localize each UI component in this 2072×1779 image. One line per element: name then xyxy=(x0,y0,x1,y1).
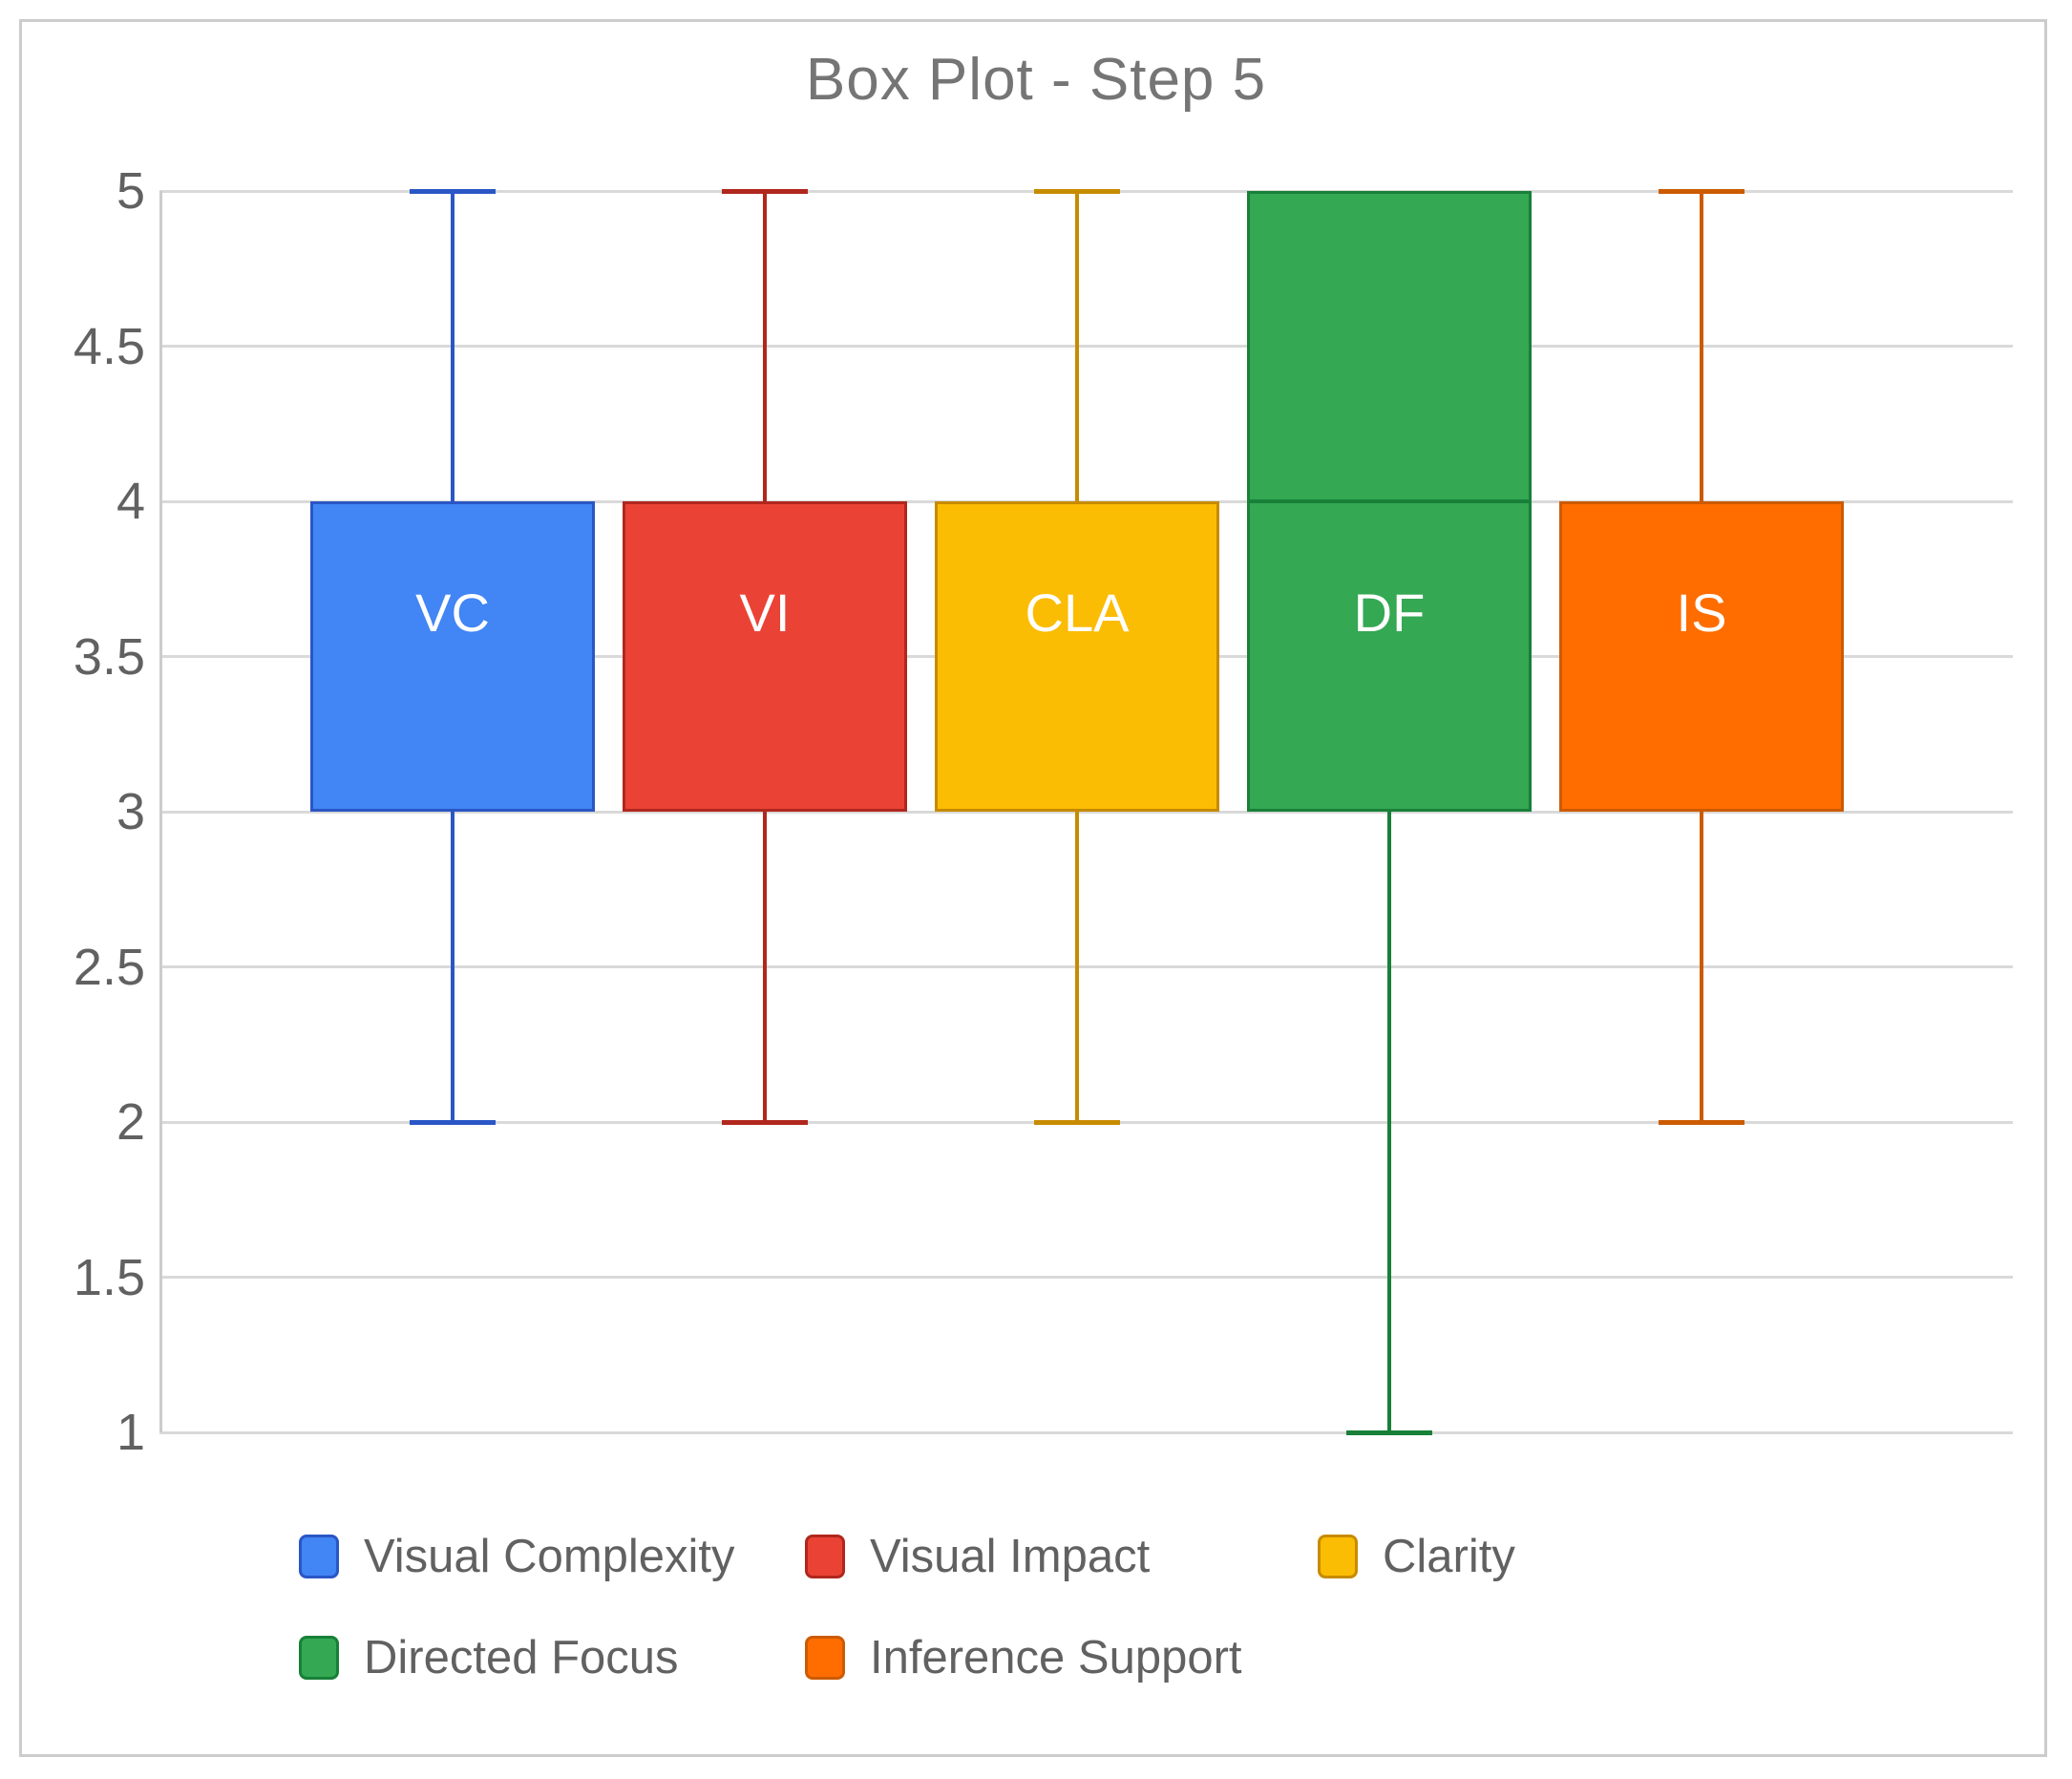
gridline xyxy=(159,1276,2013,1279)
legend-item-inference-support: Inference Support xyxy=(805,1632,1242,1684)
gridline xyxy=(159,1430,2013,1434)
legend-swatch-vc xyxy=(299,1535,339,1578)
whisker-cap-top-is xyxy=(1659,188,1744,194)
whisker-line-df xyxy=(1387,191,1391,1432)
chart-card-border xyxy=(19,19,2047,1757)
box-label-vi: VI xyxy=(739,582,791,643)
box-label-cla: CLA xyxy=(1025,582,1130,643)
whisker-cap-bottom-is xyxy=(1659,1119,1744,1125)
legend-swatch-df xyxy=(299,1636,339,1680)
y-tick-label: 5 xyxy=(116,162,145,220)
box-cla xyxy=(935,501,1219,812)
box-vc xyxy=(310,501,595,812)
legend-item-visual-impact: Visual Impact xyxy=(805,1531,1150,1582)
gridline xyxy=(159,345,2013,348)
whisker-cap-bottom-cla xyxy=(1034,1119,1120,1125)
box-label-is: IS xyxy=(1676,582,1727,643)
whisker-cap-top-cla xyxy=(1034,188,1120,194)
y-tick-label: 4 xyxy=(116,473,145,530)
legend-swatch-vi xyxy=(805,1535,845,1578)
y-tick-label: 2 xyxy=(116,1093,145,1151)
box-label-df: DF xyxy=(1353,582,1426,643)
box-is xyxy=(1559,501,1844,812)
whisker-cap-top-vi xyxy=(722,188,808,194)
legend-label-vc: Visual Complexity xyxy=(364,1531,735,1582)
y-tick-label: 4.5 xyxy=(73,317,145,375)
legend-item-clarity: Clarity xyxy=(1318,1531,1515,1582)
box-label-vc: VC xyxy=(415,582,490,643)
whisker-cap-bottom-df xyxy=(1346,1430,1432,1435)
legend-swatch-is xyxy=(805,1636,845,1680)
y-tick-label: 1 xyxy=(116,1404,145,1461)
y-tick-label: 3 xyxy=(116,783,145,840)
legend-item-directed-focus: Directed Focus xyxy=(299,1632,679,1684)
legend-label-is: Inference Support xyxy=(870,1632,1242,1684)
gridline xyxy=(159,810,2013,814)
y-tick-label: 2.5 xyxy=(73,938,145,996)
y-axis-line xyxy=(159,191,162,1432)
legend-label-cla: Clarity xyxy=(1383,1531,1515,1582)
whisker-cap-bottom-vi xyxy=(722,1119,808,1125)
whisker-cap-bottom-vc xyxy=(410,1119,496,1125)
legend-label-df: Directed Focus xyxy=(364,1632,679,1684)
y-tick-label: 1.5 xyxy=(73,1248,145,1306)
median-line-df xyxy=(1247,499,1532,503)
legend-item-visual-complexity: Visual Complexity xyxy=(299,1531,735,1582)
y-tick-label: 3.5 xyxy=(73,627,145,686)
gridline xyxy=(159,965,2013,968)
chart-title: Box Plot - Step 5 xyxy=(805,47,1267,113)
whisker-cap-top-vc xyxy=(410,188,496,194)
legend-swatch-cla xyxy=(1318,1535,1358,1578)
box-vi xyxy=(623,501,907,812)
legend-label-vi: Visual Impact xyxy=(870,1531,1151,1582)
